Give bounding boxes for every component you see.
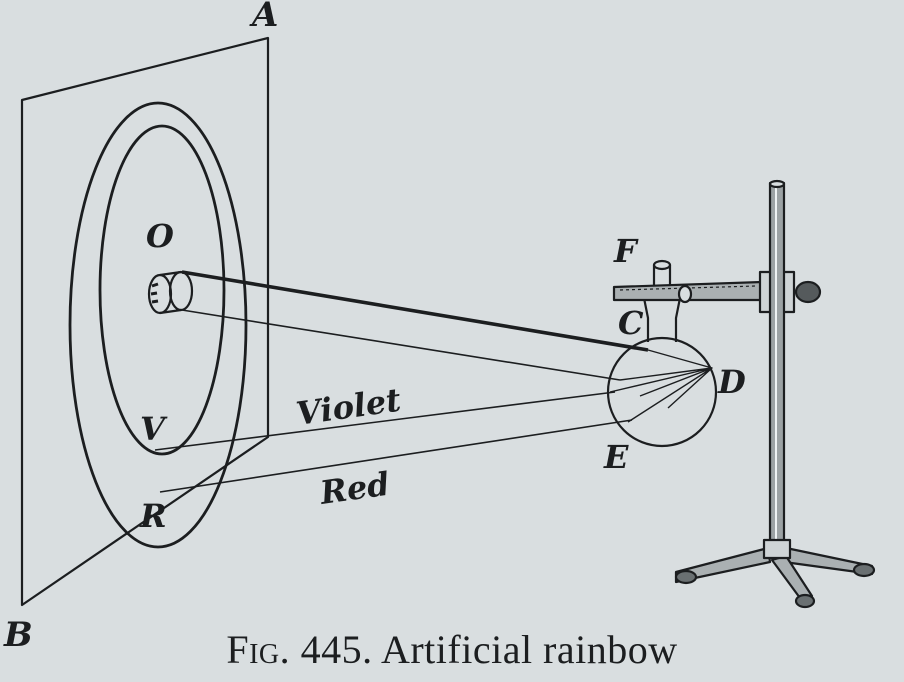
label-d: D [717, 363, 746, 401]
label-b: B [3, 615, 33, 655]
red-ray [159, 419, 633, 493]
figure-caption: Fig. 445. Artificial rainbow [0, 626, 904, 673]
outer-ring [68, 101, 248, 549]
inner-ring [98, 124, 226, 456]
figure-number: Fig. 445. [226, 627, 373, 672]
label-r: R [139, 497, 167, 535]
label-c: C [618, 304, 644, 342]
figure-title: Artificial rainbow [380, 627, 678, 672]
internal-rays [609, 349, 713, 423]
label-f: F [613, 232, 639, 270]
incident-beam-top [181, 270, 649, 352]
aperture-lens [147, 270, 194, 315]
violet-ray [154, 391, 616, 451]
label-violet: Violet [294, 381, 404, 433]
label-v: V [140, 410, 168, 448]
incident-beam-bottom [181, 309, 621, 381]
screen [20, 36, 270, 607]
label-o: O [146, 217, 174, 255]
retort-stand [674, 179, 876, 609]
label-e: E [603, 438, 629, 476]
label-red: Red [317, 465, 392, 512]
label-a: A [249, 0, 278, 35]
